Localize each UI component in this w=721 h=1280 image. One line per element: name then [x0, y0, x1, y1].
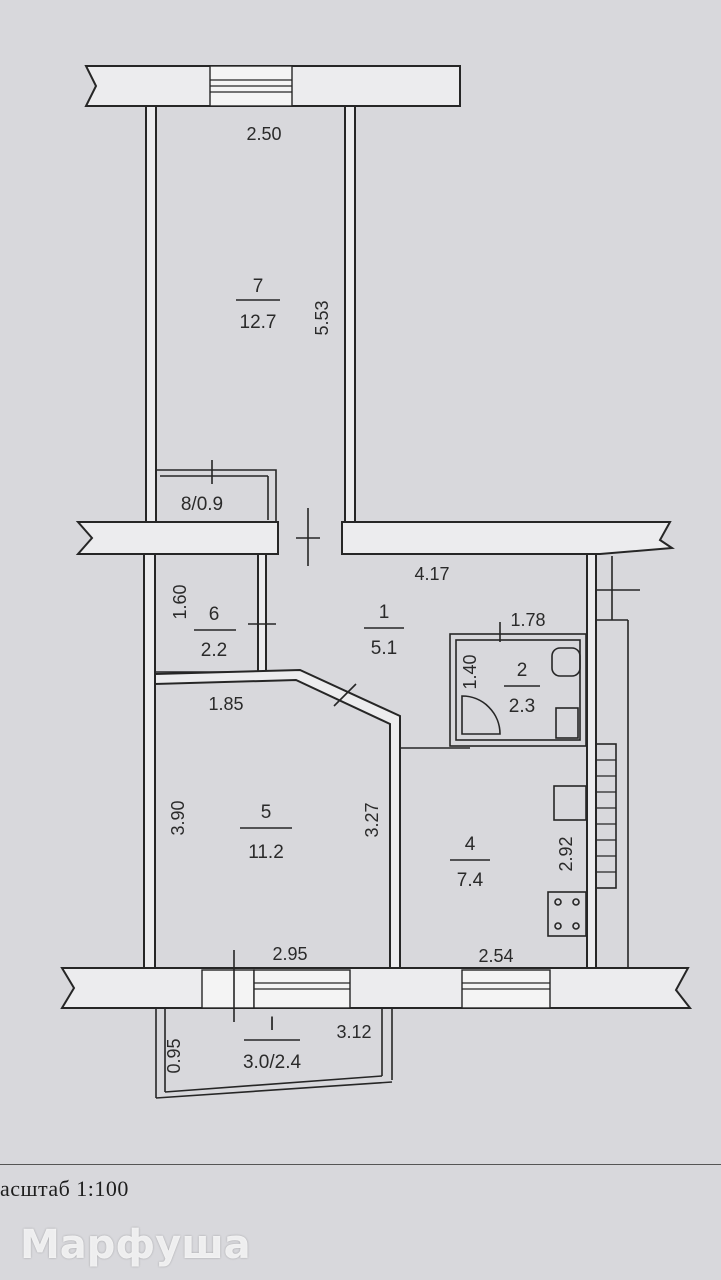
- room-7-area: 12.7: [240, 312, 277, 333]
- dim-4-17: 4.17: [414, 564, 449, 584]
- dim-3-90: 3.90: [168, 800, 188, 835]
- floor-plan: 7 12.7 8/0.9 6 2.2 1 5.1 2 2.3 5 11.2 4 …: [60, 65, 693, 1099]
- scale-label: асштаб 1:100: [0, 1176, 129, 1201]
- middle-wall: [75, 508, 675, 566]
- dim-3-12: 3.12: [336, 1022, 371, 1042]
- room-6-area: 2.2: [201, 640, 227, 661]
- dimension-labels: 2.50 5.53 4.17 1.60 1.78 1.40 1.85 3.90 …: [164, 124, 576, 1074]
- dim-2-95: 2.95: [272, 944, 307, 964]
- balcony-number: I: [269, 1014, 274, 1035]
- dim-1-78: 1.78: [510, 610, 545, 630]
- dim-1-60: 1.60: [170, 584, 190, 619]
- room-2-number: 2: [517, 660, 528, 681]
- kitchen-fixtures: [547, 743, 617, 937]
- room-4-number: 4: [465, 834, 476, 855]
- room-5-area: 11.2: [248, 842, 284, 863]
- room-labels: 7 12.7 8/0.9 6 2.2 1 5.1 2 2.3 5 11.2 4 …: [181, 276, 540, 1073]
- dim-2-92: 2.92: [556, 836, 576, 871]
- room-8-label: 8/0.9: [181, 494, 223, 515]
- bottom-wall: [60, 950, 693, 1022]
- balcony: [155, 1008, 393, 1099]
- dim-3-27: 3.27: [362, 802, 382, 837]
- room-1-number: 1: [379, 602, 390, 623]
- room-8-closet: [156, 460, 277, 522]
- bathroom-room-2: [449, 622, 587, 747]
- top-wall: [84, 65, 461, 107]
- dim-2-50: 2.50: [246, 124, 281, 144]
- room-4-area: 7.4: [457, 870, 484, 891]
- room-1-area: 5.1: [371, 638, 397, 659]
- room-6-number: 6: [209, 604, 220, 625]
- balcony-area: 3.0/2.4: [243, 1052, 302, 1073]
- dim-5-53: 5.53: [312, 300, 332, 335]
- watermark-logo: Марфуша: [20, 1222, 251, 1268]
- dim-0-95: 0.95: [164, 1038, 184, 1073]
- room-7-number: 7: [253, 276, 264, 297]
- room-5-partition: [154, 668, 470, 969]
- dim-1-85: 1.85: [208, 694, 243, 714]
- dim-2-54: 2.54: [478, 946, 513, 966]
- footer-divider: [0, 1164, 721, 1165]
- dim-1-40: 1.40: [460, 654, 480, 689]
- room-2-area: 2.3: [509, 696, 535, 717]
- room-5-number: 5: [261, 802, 272, 823]
